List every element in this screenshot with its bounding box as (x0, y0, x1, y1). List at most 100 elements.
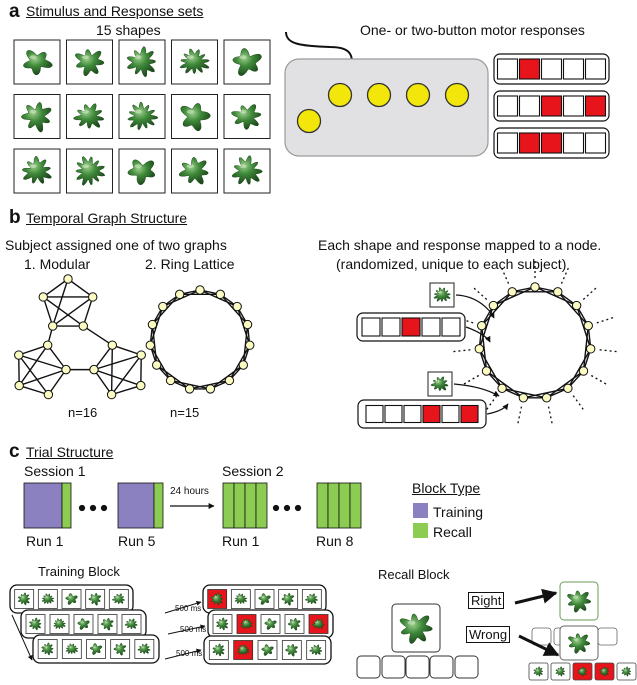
run-segment (244, 482, 257, 529)
shape-stimulus (137, 643, 151, 655)
response-cell (562, 95, 585, 117)
response-cell (518, 95, 541, 117)
shape-stimulus (212, 643, 225, 657)
graph-node (583, 320, 593, 331)
graph-node (518, 393, 529, 403)
graph-edge (534, 286, 577, 307)
legend-training-label: Training (433, 504, 484, 520)
shape-body (399, 613, 433, 644)
shape-highlight (237, 596, 241, 598)
shape-body (65, 643, 79, 655)
shape-stimulus (75, 156, 106, 186)
graph-edge (52, 296, 94, 327)
delay-label-1: 500 ms (175, 604, 202, 613)
delay-label-3: 500 ms (176, 649, 203, 658)
graph-node (106, 389, 117, 400)
graph-node (238, 360, 249, 370)
graph-edge (110, 345, 114, 395)
shape-body (90, 643, 103, 655)
response-cell (384, 404, 403, 424)
response-pattern-2 (493, 90, 610, 122)
legend-title: Block Type (412, 480, 481, 496)
shape-stimulus (281, 592, 295, 606)
legend-recall-swatch (413, 523, 428, 538)
mapping-spoke (501, 267, 510, 284)
run-block-s1-last (117, 482, 164, 529)
button-box (284, 58, 489, 157)
mapping-spoke (547, 406, 553, 424)
graph-node (497, 383, 507, 394)
shape-stimulus (287, 617, 301, 631)
modular-graph-label: 1. Modular (24, 256, 91, 272)
shape-stimulus (533, 666, 543, 677)
shape-body (285, 643, 298, 657)
shape-stimulus (180, 103, 211, 132)
response-cell (584, 58, 607, 80)
response-cell (562, 58, 585, 80)
graph-edge (93, 369, 113, 396)
shape-highlight (407, 620, 416, 625)
shape-stimulus (305, 593, 319, 605)
mapping-spoke (453, 349, 471, 353)
graph-edge (42, 296, 54, 327)
graph-node (215, 289, 226, 300)
shape-stimulus (264, 618, 277, 630)
shape-body (41, 593, 55, 605)
response-cell (562, 132, 585, 154)
shape-stimulus (21, 156, 52, 184)
graph-node (477, 320, 487, 331)
shape-stimulus (23, 50, 53, 76)
shape-body (124, 618, 138, 630)
shape-body (65, 593, 78, 605)
graph-node (245, 340, 255, 350)
mapping-spoke (560, 267, 569, 284)
ellipsis-dot (100, 504, 108, 512)
shape-stimulus (433, 287, 451, 302)
run-segment (153, 482, 164, 529)
shape-highlight (267, 621, 271, 623)
run-label-s2-last: Run 8 (316, 533, 354, 549)
run-block-s1-first (23, 482, 72, 529)
graph-edge (42, 278, 69, 298)
modular-graph (14, 274, 146, 400)
shape-body (231, 104, 262, 130)
response-cell (421, 317, 441, 337)
graph-edge (82, 296, 94, 327)
response-cell (441, 317, 461, 337)
shape-body (29, 617, 42, 631)
shape-stimulus (621, 666, 631, 677)
panel-b-title: Temporal Graph Structure (26, 210, 188, 226)
graph-node (242, 319, 253, 330)
ellipsis-dot (283, 504, 291, 512)
legend-training-swatch (413, 503, 428, 518)
graph-edge (18, 384, 49, 396)
run-segment (23, 482, 63, 529)
shape-highlight (186, 164, 195, 169)
shape-body (74, 49, 105, 77)
shape-stimulus (568, 633, 591, 654)
button-box-cable (285, 31, 353, 63)
shape-highlight (580, 669, 583, 671)
graph-node (38, 292, 48, 302)
graph-node (578, 366, 589, 376)
response-cell (496, 132, 519, 154)
shape-stimulus (240, 618, 253, 630)
shape-highlight (435, 380, 440, 383)
graph-edge (42, 296, 84, 327)
graph-edge (501, 387, 547, 399)
graph-node (563, 383, 573, 394)
shape-stimulus (88, 592, 102, 606)
response-cell (361, 317, 381, 337)
shape-highlight (313, 647, 316, 649)
graph-node (136, 380, 146, 391)
shape-body (309, 644, 323, 656)
recall-right-cell (531, 627, 552, 646)
shape-body (231, 155, 263, 185)
shape-body (113, 642, 127, 656)
graph-edge (18, 354, 49, 396)
shape-body (567, 590, 591, 613)
training-arrow (167, 624, 206, 635)
shape-highlight (92, 646, 96, 648)
response-cell (540, 95, 563, 117)
